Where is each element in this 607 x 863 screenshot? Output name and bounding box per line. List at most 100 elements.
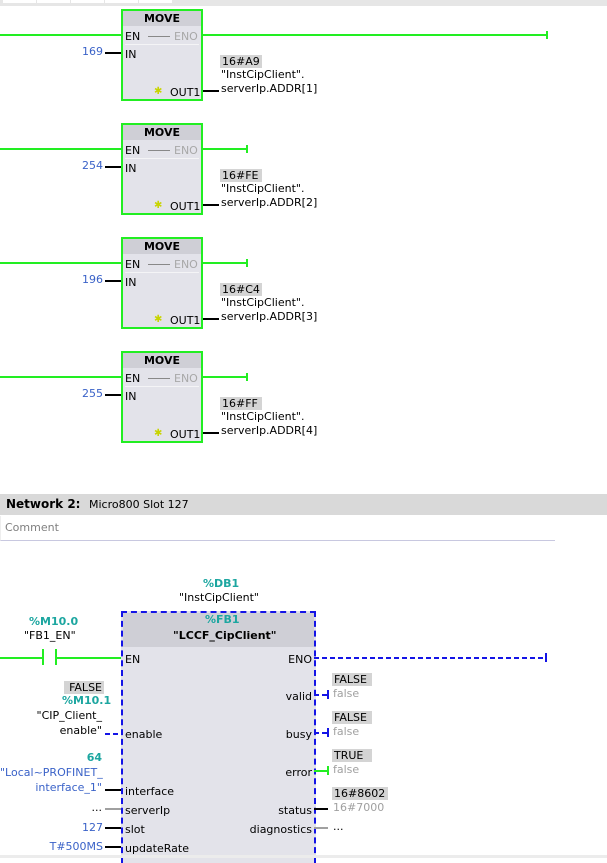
target-tag-line2[interactable]: serverIp.ADDR[4] <box>221 424 318 437</box>
toolbar-tab[interactable] <box>71 0 104 3</box>
eno-output-line <box>203 376 247 378</box>
in-wire <box>105 280 121 282</box>
pin-eno: ENO <box>174 30 198 43</box>
pin-divider <box>125 386 199 387</box>
network-comment[interactable]: Comment <box>0 516 555 541</box>
pin-status: status <box>278 804 312 817</box>
line-end-tick <box>327 690 329 699</box>
slot-value[interactable]: 127 <box>82 821 103 834</box>
fb-name: "LCCF_CipClient" <box>173 629 277 642</box>
power-rail-line <box>0 262 121 264</box>
monitor-value: 16#FE <box>220 169 262 182</box>
out-wire <box>203 318 219 320</box>
in-constant[interactable]: 254 <box>82 159 103 172</box>
interface-tag-line1[interactable]: "Local~PROFINET_ <box>0 766 103 779</box>
block-title: MOVE <box>123 239 201 254</box>
contact-right-bar[interactable] <box>55 649 57 665</box>
pin-busy: busy <box>285 728 312 741</box>
in-constant[interactable]: 196 <box>82 273 103 286</box>
error-monitor-value: TRUE <box>332 749 372 762</box>
contact-address: %M10.0 <box>29 615 79 628</box>
pin-en: EN <box>125 144 141 157</box>
target-tag-line1[interactable]: "InstCipClient". <box>221 296 305 309</box>
power-rail-line <box>0 34 121 36</box>
contact-output-line <box>57 657 121 659</box>
diagnostics-value[interactable]: ... <box>333 820 344 833</box>
fb-block-lccf-cipclient[interactable]: %FB1 "LCCF_CipClient" EN ENO valid enabl… <box>121 611 316 863</box>
out-wire <box>203 432 219 434</box>
serverip-value[interactable]: ... <box>91 801 103 814</box>
enable-tag-line2[interactable]: enable" <box>59 724 102 737</box>
block-title: MOVE <box>123 11 201 26</box>
eno-output-line <box>314 657 546 659</box>
pin-in: IN <box>125 276 137 289</box>
en-eno-link <box>148 264 170 265</box>
pin-en: EN <box>125 258 141 271</box>
fb-header: %FB1 "LCCF_CipClient" <box>123 613 314 647</box>
move-block-4[interactable]: MOVE EN ENO IN ✱ OUT1 <box>121 351 203 443</box>
target-tag-line2[interactable]: serverIp.ADDR[1] <box>221 82 318 95</box>
eno-output-line <box>203 148 247 150</box>
in-wire <box>105 166 121 168</box>
toolbar-tab[interactable] <box>105 0 138 3</box>
pin-in: IN <box>125 48 137 61</box>
target-tag-line1[interactable]: "InstCipClient". <box>221 410 305 423</box>
pin-out1: OUT1 <box>170 314 201 327</box>
toolbar-tab[interactable] <box>3 0 36 3</box>
network-header[interactable]: Network 2: Micro800 Slot 127 <box>0 494 607 515</box>
top-toolbar <box>0 0 607 6</box>
pin-divider <box>125 272 199 273</box>
pin-error: error <box>285 766 312 779</box>
pin-diagnostics: diagnostics <box>249 823 312 836</box>
enable-address: %M10.1 <box>62 694 112 707</box>
contact-left-bar[interactable] <box>42 649 44 665</box>
target-tag-line2[interactable]: serverIp.ADDR[3] <box>221 310 318 323</box>
toolbar-tab[interactable] <box>37 0 70 3</box>
interface-tag-line2[interactable]: interface_1" <box>35 781 102 794</box>
contact-name[interactable]: "FB1_EN" <box>24 629 76 642</box>
power-rail-line <box>0 657 42 659</box>
monitor-value: 16#C4 <box>220 283 262 296</box>
enable-monitor-value: FALSE <box>64 681 104 694</box>
en-eno-link <box>148 378 170 379</box>
error-wire <box>314 770 328 772</box>
interface-wire <box>105 789 121 791</box>
block-title: MOVE <box>123 353 201 368</box>
valid-monitor-value: FALSE <box>332 673 372 686</box>
target-tag-line2[interactable]: serverIp.ADDR[2] <box>221 196 318 209</box>
slot-wire <box>105 827 121 829</box>
enable-wire <box>105 733 121 735</box>
pin-out1: OUT1 <box>170 200 201 213</box>
valid-wire <box>314 694 328 696</box>
instance-db-address: %DB1 <box>203 577 240 590</box>
in-constant[interactable]: 169 <box>82 45 103 58</box>
target-tag-line1[interactable]: "InstCipClient". <box>221 68 305 81</box>
move-block-2[interactable]: MOVE EN ENO IN ✱ OUT1 <box>121 123 203 215</box>
pin-en: EN <box>125 30 141 43</box>
pin-eno: ENO <box>288 653 312 666</box>
power-rail-line <box>0 148 121 150</box>
toolbar-tab[interactable] <box>139 0 172 3</box>
serverip-wire <box>105 808 121 810</box>
asterisk-icon: ✱ <box>154 200 163 211</box>
move-block-3[interactable]: MOVE EN ENO IN ✱ OUT1 <box>121 237 203 329</box>
line-end-tick <box>545 653 547 662</box>
out-wire <box>203 204 219 206</box>
move-block-1[interactable]: MOVE EN ENO IN ✱ OUT1 <box>121 9 203 101</box>
pin-interface: interface <box>125 785 175 798</box>
in-constant[interactable]: 255 <box>82 387 103 400</box>
line-end-tick <box>327 766 329 775</box>
target-tag-line1[interactable]: "InstCipClient". <box>221 182 305 195</box>
en-eno-link <box>148 150 170 151</box>
updaterate-value[interactable]: T#500MS <box>49 840 103 853</box>
busy-wire <box>314 732 328 734</box>
line-end-tick <box>246 259 248 267</box>
enable-tag-line1[interactable]: "CIP_Client_ <box>36 709 102 722</box>
line-end-tick <box>327 728 329 737</box>
network-label: Network 2: <box>6 497 81 511</box>
in-wire <box>105 52 121 54</box>
network-title[interactable]: Micro800 Slot 127 <box>89 498 189 511</box>
pin-divider <box>125 44 199 45</box>
pin-eno: ENO <box>174 372 198 385</box>
instance-db-name[interactable]: "InstCipClient" <box>179 591 259 604</box>
